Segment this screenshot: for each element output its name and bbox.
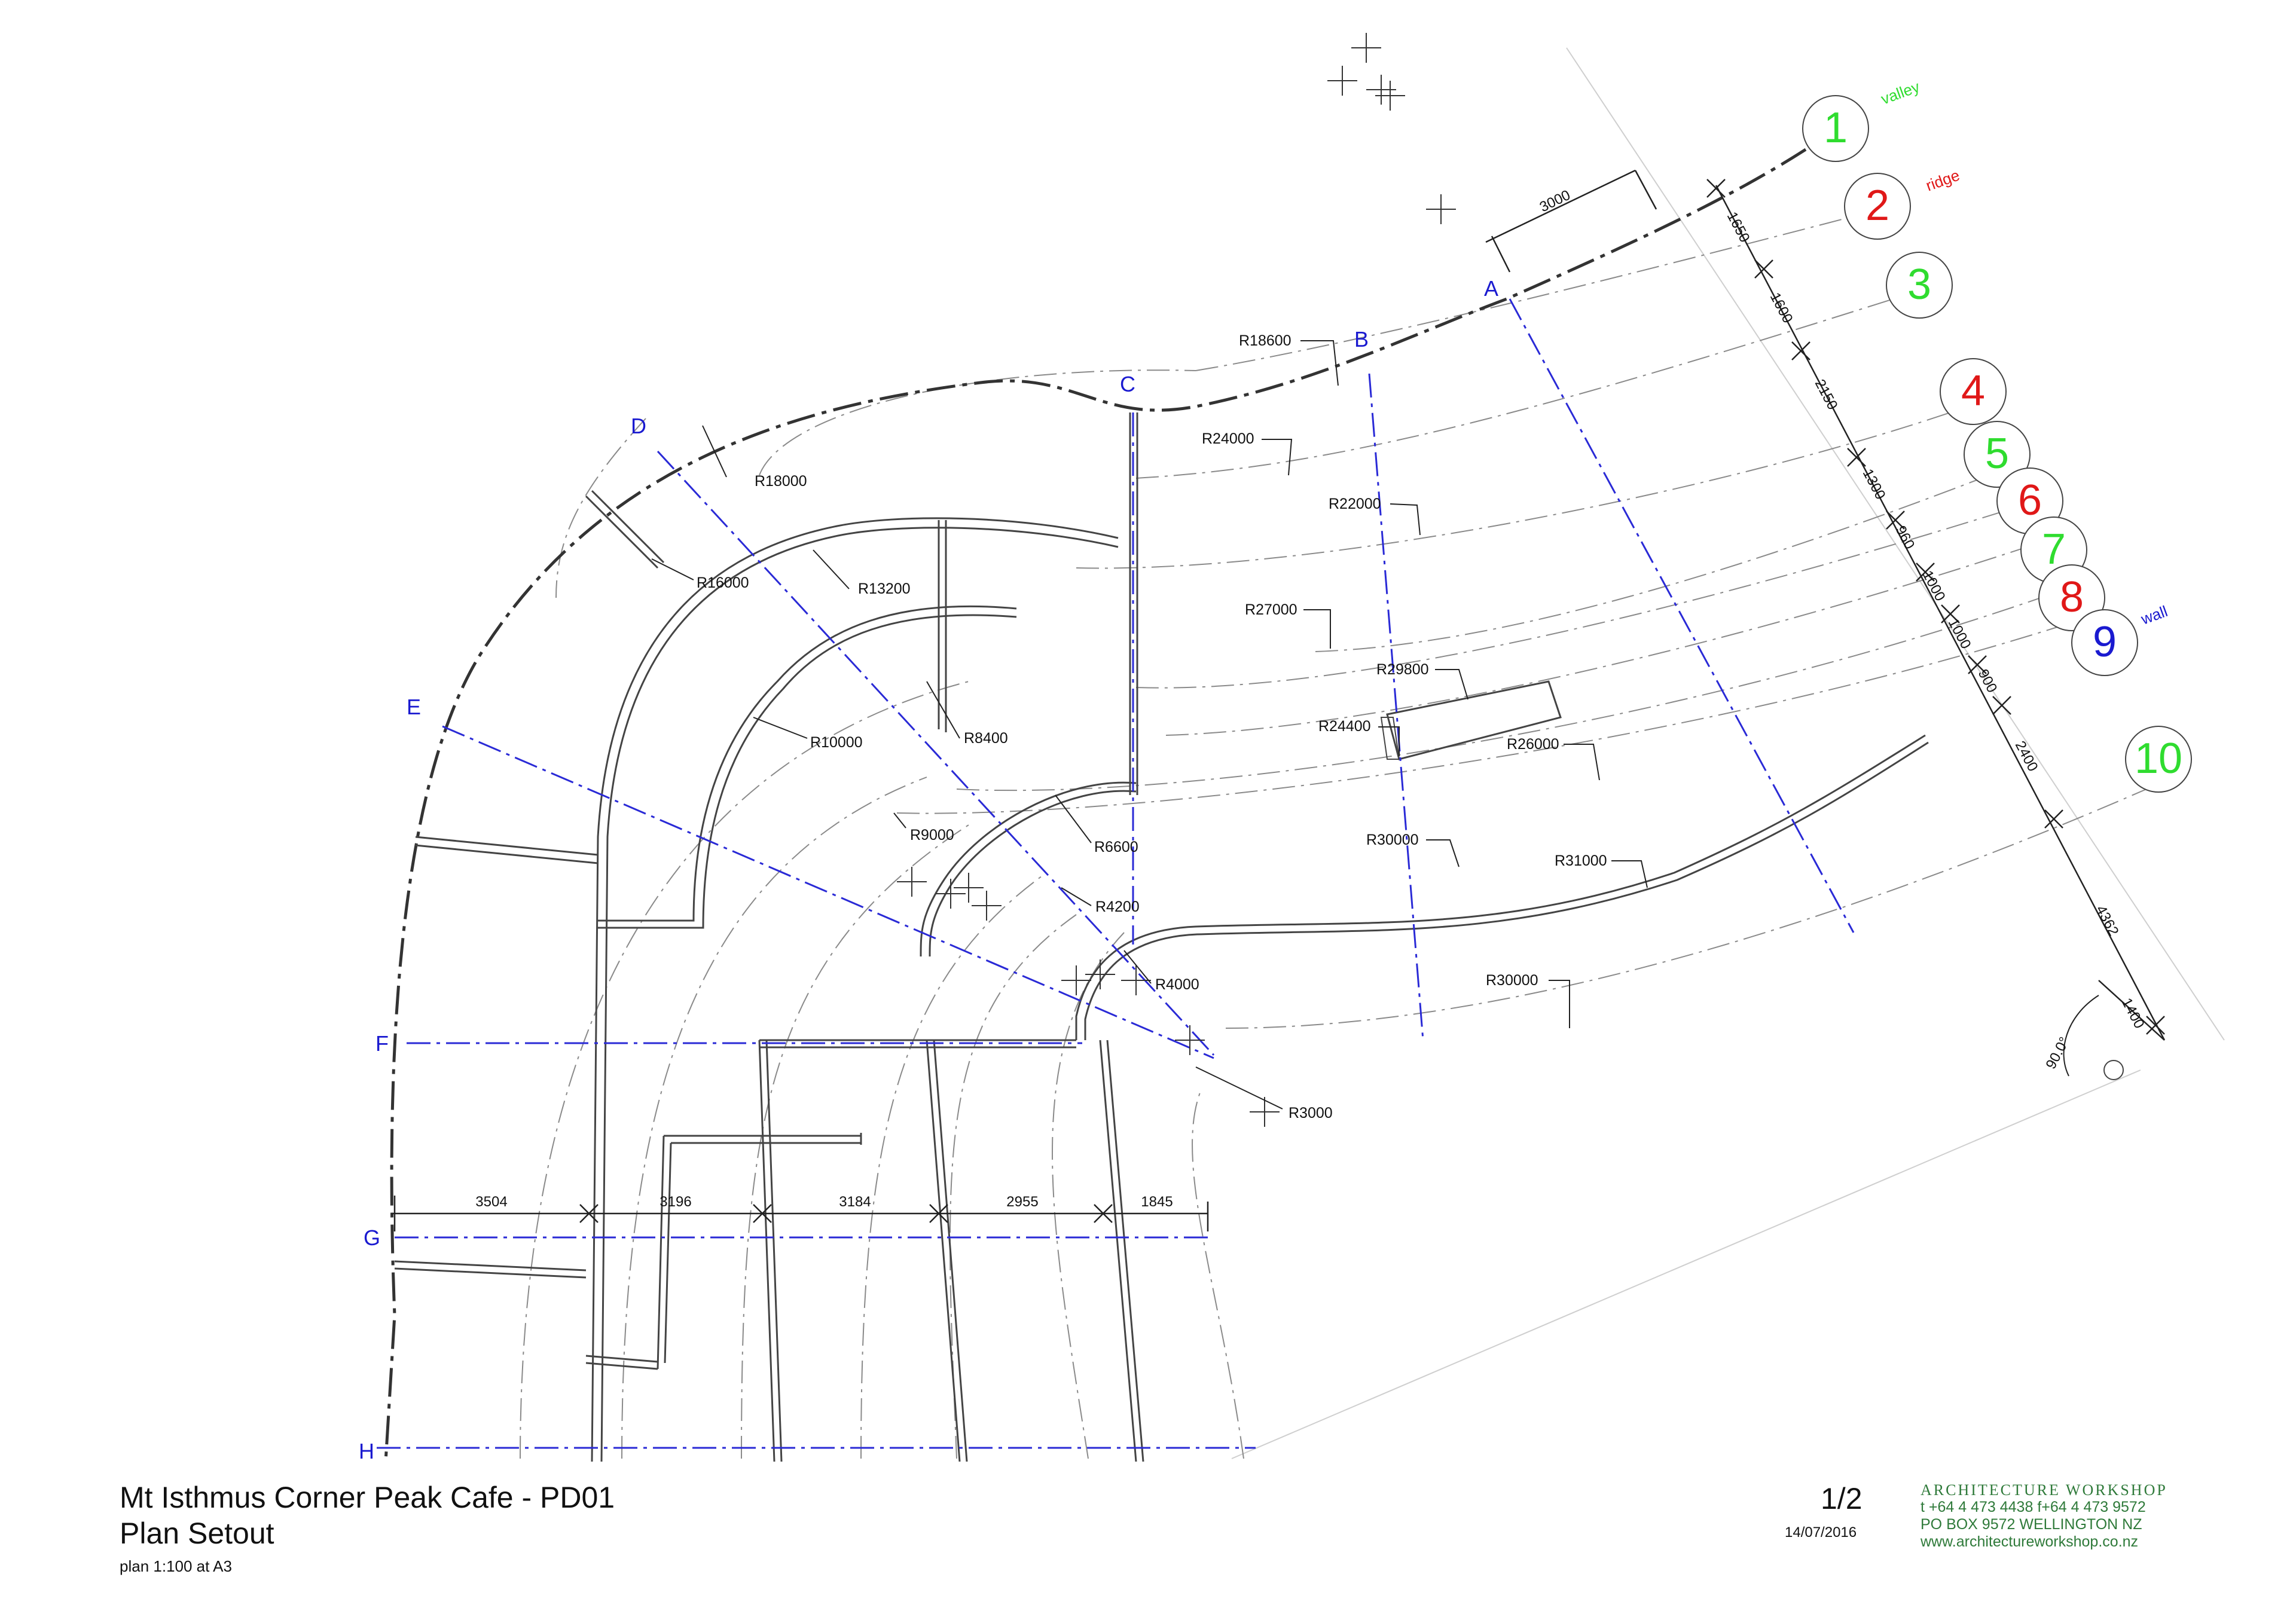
marker-number: 7 bbox=[2042, 525, 2066, 573]
dim-label: 3504 bbox=[475, 1194, 507, 1210]
radius-label: R16000 bbox=[697, 574, 749, 591]
marker-1: 1 valley bbox=[1802, 78, 1922, 162]
radius-label: R8400 bbox=[964, 730, 1008, 747]
marker-number: 8 bbox=[2060, 573, 2084, 621]
dimension-chain-right bbox=[1485, 169, 2166, 1041]
firm-block: ARCHITECTURE WORKSHOP t +64 4 473 4438 f… bbox=[1921, 1481, 2167, 1551]
firm-address: PO BOX 9572 WELLINGTON NZ bbox=[1921, 1516, 2142, 1533]
radius-labels: R18600 R18000 R24000 R22000 R16000 R1320… bbox=[697, 332, 1607, 1121]
marker-9: 9 wall bbox=[2071, 602, 2170, 676]
marker-number: 9 bbox=[2093, 618, 2117, 666]
dim-label: 3184 bbox=[839, 1194, 871, 1210]
radius-label: R4200 bbox=[1095, 898, 1140, 915]
bottom-dimension-labels: 3504 3196 3184 2955 1845 bbox=[475, 1194, 1173, 1210]
grid-letter-c: C bbox=[1120, 372, 1135, 396]
dim-label: 1650 bbox=[1724, 209, 1753, 245]
radius-label: R30000 bbox=[1366, 832, 1419, 848]
sheet-title: Plan Setout bbox=[120, 1517, 274, 1550]
radius-label: R18600 bbox=[1239, 332, 1292, 349]
site-boundary bbox=[1231, 47, 2225, 1459]
marker-number: 10 bbox=[2135, 735, 2182, 783]
dim-label: 900 bbox=[1975, 667, 2001, 695]
radius-label: R26000 bbox=[1507, 736, 1559, 753]
grid-letter-g: G bbox=[364, 1225, 380, 1250]
setout-lines bbox=[520, 206, 2147, 1459]
radius-label: R31000 bbox=[1555, 852, 1607, 869]
radius-label: R18000 bbox=[755, 473, 807, 490]
grid-letter-e: E bbox=[407, 695, 421, 719]
radius-label: R4000 bbox=[1155, 976, 1199, 993]
firm-web: www.architectureworkshop.co.nz bbox=[1921, 1533, 2139, 1550]
radius-leaders bbox=[651, 340, 1648, 1109]
dim-label: 1600 bbox=[1767, 290, 1796, 326]
marker-number: 1 bbox=[1824, 104, 1848, 152]
radius-label: R29800 bbox=[1376, 661, 1429, 678]
outer-boundary bbox=[384, 148, 1807, 1462]
grid-letter-a: A bbox=[1484, 276, 1498, 301]
marker-number: 3 bbox=[1907, 261, 1931, 308]
dimension-ticks-right bbox=[1706, 179, 2165, 1035]
radius-label: R30000 bbox=[1486, 972, 1538, 989]
right-dimension-labels: 3000 1650 1600 2150 1300 960 1000 1000 9… bbox=[1537, 187, 2148, 1072]
marker-tag: valley bbox=[1879, 78, 1922, 108]
radius-label: R10000 bbox=[810, 734, 863, 751]
project-title: Mt Isthmus Corner Peak Cafe - PD01 bbox=[120, 1481, 615, 1514]
radius-label: R24400 bbox=[1318, 718, 1371, 735]
walls bbox=[394, 412, 1929, 1462]
marker-number: 2 bbox=[1866, 182, 1889, 230]
angle-arc bbox=[2063, 995, 2099, 1077]
dim-label: 3196 bbox=[660, 1194, 691, 1210]
radius-label: R13200 bbox=[858, 580, 911, 597]
firm-phone: t +64 4 473 4438 f+64 4 473 9572 bbox=[1921, 1499, 2146, 1515]
dimension-chain-bottom bbox=[392, 1196, 1209, 1231]
marker-4: 4 bbox=[1940, 358, 2007, 425]
marker-2: 2 ridge bbox=[1844, 166, 1962, 240]
radius-label: R9000 bbox=[910, 827, 954, 843]
dim-label: 1845 bbox=[1141, 1194, 1173, 1210]
marker-10: 10 bbox=[2125, 726, 2192, 793]
dim-label: 4362 bbox=[2093, 903, 2122, 939]
radius-label: R27000 bbox=[1245, 601, 1297, 618]
marker-3: 3 bbox=[1886, 252, 1953, 319]
grid-letter-f: F bbox=[375, 1031, 389, 1056]
marker-number: 4 bbox=[1961, 367, 1985, 415]
marker-tag: ridge bbox=[1923, 166, 1962, 195]
radius-label: R24000 bbox=[1202, 430, 1254, 447]
dim-label: 2150 bbox=[1812, 377, 1841, 412]
sheet-date: 14/07/2016 bbox=[1785, 1524, 1857, 1541]
angle-origin bbox=[2103, 1060, 2124, 1080]
grid-letter-d: D bbox=[631, 414, 646, 438]
grid-letter-b: B bbox=[1354, 327, 1369, 352]
radius-label: R6600 bbox=[1094, 839, 1138, 855]
grid-letter-h: H bbox=[359, 1439, 374, 1463]
marker-tag: wall bbox=[2138, 602, 2170, 628]
title-block: Mt Isthmus Corner Peak Cafe - PD01 Plan … bbox=[120, 1480, 615, 1576]
dim-label: 2955 bbox=[1006, 1194, 1038, 1210]
sheet-number: 1/2 bbox=[1821, 1482, 1863, 1515]
dim-label: 3000 bbox=[1537, 187, 1573, 216]
scale-note: plan 1:100 at A3 bbox=[120, 1557, 232, 1575]
radius-label: R22000 bbox=[1329, 496, 1381, 512]
radius-label: R3000 bbox=[1289, 1105, 1333, 1121]
grid-letters: A B C D E F G H bbox=[359, 276, 1498, 1463]
grid-lines bbox=[377, 298, 1855, 1449]
marker-5: 5 bbox=[1964, 421, 2031, 488]
marker-number: 6 bbox=[2018, 476, 2042, 524]
marker-number: 5 bbox=[1985, 430, 2009, 478]
survey-crosses bbox=[897, 33, 1456, 1127]
firm-name: ARCHITECTURE WORKSHOP bbox=[1921, 1481, 2167, 1499]
angle-label: 90.0° bbox=[2042, 1034, 2072, 1071]
